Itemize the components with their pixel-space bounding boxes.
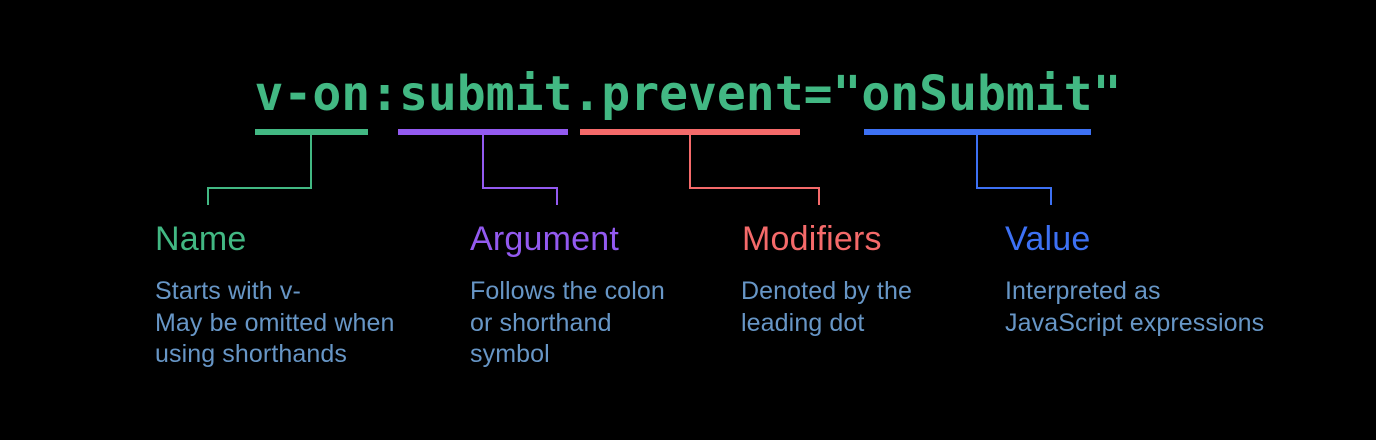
code-snippet: v-on:submit.prevent="onSubmit"	[254, 66, 1122, 122]
connector-argument-vertical	[482, 135, 484, 189]
label-name: Name	[155, 220, 247, 258]
description-line: May be omitted when	[155, 308, 395, 337]
description-modifiers: Denoted by the leading dot	[741, 276, 912, 339]
connector-modifiers-horizontal	[689, 187, 820, 189]
description-argument: Follows the colon or shorthand symbol	[470, 276, 665, 371]
label-modifiers: Modifiers	[742, 220, 882, 258]
description-line: Denoted by the	[741, 277, 912, 305]
connector-name-vertical	[310, 135, 312, 189]
description-name: Starts with v- May be omitted when using…	[155, 276, 395, 371]
label-argument: Argument	[470, 220, 620, 258]
connector-name-drop	[207, 187, 209, 205]
underline-name	[255, 129, 368, 135]
connector-value-horizontal	[976, 187, 1052, 189]
description-line: using shorthands	[155, 340, 348, 368]
description-line: Interpreted as	[1005, 277, 1161, 305]
description-line: leading dot	[741, 308, 865, 337]
label-value: Value	[1005, 220, 1091, 258]
underline-argument	[398, 129, 568, 135]
connector-value-drop	[1050, 187, 1052, 205]
description-value: Interpreted as JavaScript expressions	[1005, 276, 1264, 339]
underline-value	[864, 129, 1091, 135]
description-line: or shorthand	[470, 308, 612, 337]
connector-argument-drop	[556, 187, 558, 205]
connector-argument-horizontal	[482, 187, 558, 189]
connector-value-vertical	[976, 135, 978, 189]
connector-modifiers-drop	[818, 187, 820, 205]
description-line: Follows the colon	[470, 277, 665, 305]
underline-modifiers	[580, 129, 800, 135]
description-line: symbol	[470, 340, 550, 368]
description-line: JavaScript expressions	[1005, 308, 1265, 337]
description-line: Starts with v-	[155, 277, 301, 305]
connector-modifiers-vertical	[689, 135, 691, 189]
connector-name-horizontal	[207, 187, 312, 189]
